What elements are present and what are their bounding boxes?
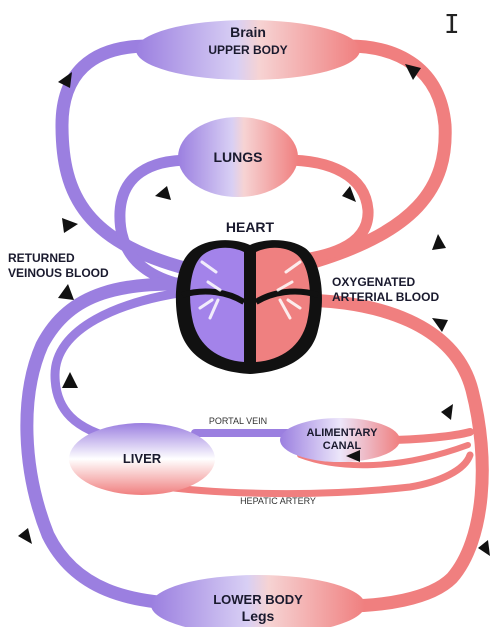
returned-label-line1: RETURNED — [8, 251, 75, 265]
alimentary-label-line2: CANAL — [323, 440, 362, 452]
upper-body-label: UPPER BODY — [208, 43, 287, 57]
arrow-icon — [58, 284, 74, 300]
heart — [176, 240, 322, 374]
arrow-icon — [18, 528, 32, 544]
alimentary-label-line1: ALIMENTARY — [307, 427, 379, 439]
arrow-icon — [441, 404, 453, 420]
portal-vein-label: PORTAL VEIN — [209, 416, 267, 426]
brain-label: Brain — [230, 24, 266, 40]
text-cursor-icon: I — [444, 12, 460, 38]
arrow-icon — [478, 540, 490, 556]
oxygenated-label-line1: OXYGENATED — [332, 275, 415, 289]
arrow-icon — [432, 234, 446, 250]
returned-label-line2: VEINOUS BLOOD — [8, 266, 109, 280]
arrow-icon — [62, 372, 78, 388]
lower-body-label: LOWER BODY — [213, 592, 303, 607]
arrow-icon — [155, 186, 171, 200]
heart-label: HEART — [226, 219, 275, 235]
lungs-label: LUNGS — [214, 149, 263, 165]
liver-label: LIVER — [123, 451, 162, 466]
oxygenated-label-line2: ARTERIAL BLOOD — [332, 290, 439, 304]
arrow-icon — [342, 186, 356, 202]
legs-label: Legs — [242, 608, 275, 624]
hepatic-artery-label: HEPATIC ARTERY — [240, 496, 316, 506]
arrow-icon — [62, 218, 78, 233]
